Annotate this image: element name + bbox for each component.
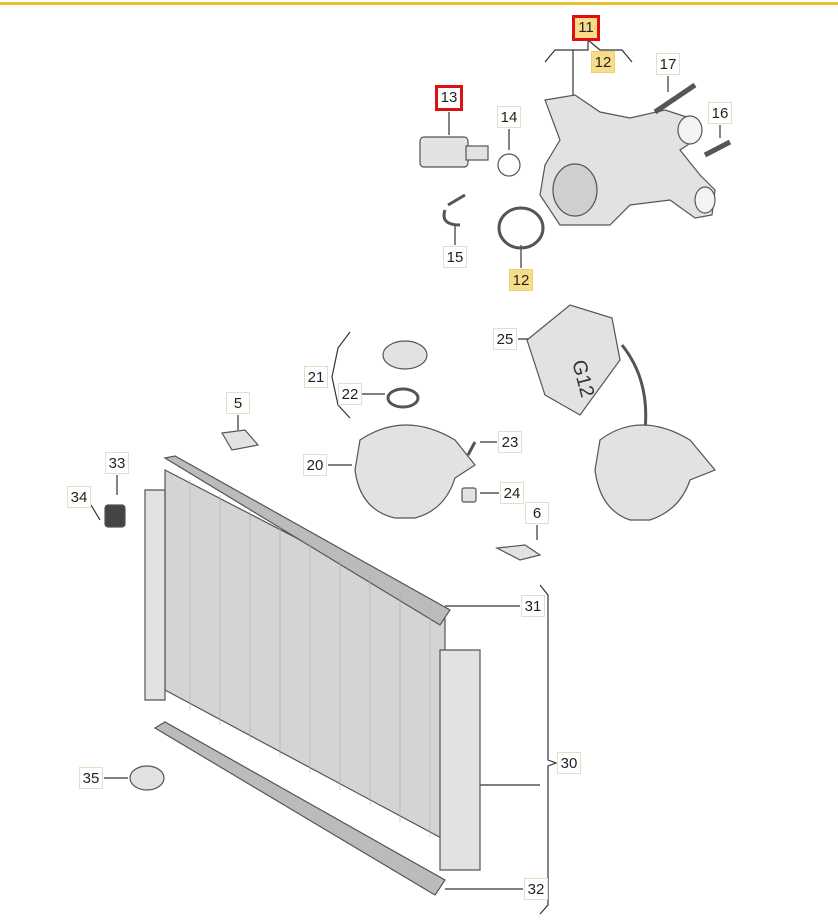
label-35[interactable]: 35 xyxy=(79,767,103,789)
label-33[interactable]: 33 xyxy=(105,452,129,474)
label-6[interactable]: 6 xyxy=(525,502,549,524)
top-rule xyxy=(0,2,838,5)
label-17[interactable]: 17 xyxy=(656,53,680,75)
coolant-bottle xyxy=(526,304,621,416)
radiator-core xyxy=(164,469,446,842)
label-23[interactable]: 23 xyxy=(498,431,522,453)
leader-11 xyxy=(544,39,633,63)
label-25[interactable]: 25 xyxy=(493,328,517,350)
reservoir-cap xyxy=(382,340,428,370)
label-31[interactable]: 31 xyxy=(521,595,545,617)
label-15[interactable]: 15 xyxy=(443,246,467,268)
label-24[interactable]: 24 xyxy=(500,482,524,504)
label-12-top[interactable]: 12 xyxy=(591,51,615,73)
label-12-bottom[interactable]: 12 xyxy=(509,269,533,291)
temp-sensor xyxy=(419,136,469,168)
label-30[interactable]: 30 xyxy=(557,752,581,774)
label-14[interactable]: 14 xyxy=(497,106,521,128)
label-16[interactable]: 16 xyxy=(708,102,732,124)
reservoir-alt xyxy=(594,424,716,521)
mount-35 xyxy=(129,765,165,791)
label-20[interactable]: 20 xyxy=(303,454,327,476)
label-21[interactable]: 21 xyxy=(304,366,328,388)
label-11[interactable]: 11 xyxy=(572,15,600,41)
bracket-5 xyxy=(221,429,260,451)
label-32[interactable]: 32 xyxy=(524,878,548,900)
label-22[interactable]: 22 xyxy=(338,383,362,405)
expansion-tank xyxy=(354,424,476,519)
label-5[interactable]: 5 xyxy=(226,392,250,414)
label-34[interactable]: 34 xyxy=(67,486,91,508)
label-13[interactable]: 13 xyxy=(435,85,463,111)
